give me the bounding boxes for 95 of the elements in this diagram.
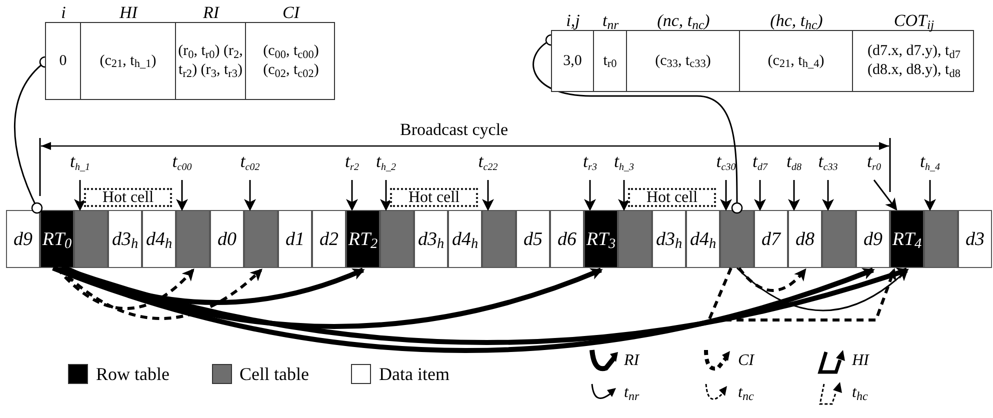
column-header: i,j [565, 10, 581, 31]
data-item-slot: d5 [516, 210, 550, 268]
dimension-label: Broadcast cycle [400, 121, 508, 138]
arrow [584, 180, 596, 211]
data-item-slot: d9 [856, 210, 890, 268]
arrow [736, 267, 908, 312]
arrow [380, 180, 392, 211]
column-header: i [60, 2, 67, 23]
arrow [822, 180, 834, 211]
data-item-slot: d0 [210, 210, 244, 268]
legend-label: Cell table [240, 365, 309, 383]
dashed-arrow [738, 267, 806, 292]
data-item-slot: d3$_{h}$ [414, 210, 448, 268]
connector-line [532, 34, 743, 214]
time-label: t$_{d8}$ [786, 152, 802, 170]
arrow [754, 180, 766, 211]
dashed-arrow [56, 266, 194, 310]
cell-table-slot [822, 210, 856, 268]
time-label: t$_{h_3}$ [614, 152, 634, 170]
time-label: t$_{c30}$ [716, 152, 736, 170]
column-header: RI [202, 2, 221, 23]
row-table-slot: RT$_{2}$ [346, 210, 380, 268]
data-item-slot: d4$_{h}$ [142, 210, 176, 268]
arrow [788, 180, 800, 211]
cell-table-slot [482, 210, 516, 268]
row-table-slot: RT$_{0}$ [40, 210, 74, 268]
data-item-slot: d3$_{h}$ [108, 210, 142, 268]
time-label: t$_{h_4}$ [920, 152, 940, 170]
column-header: (hc, t$_{hc}$) [769, 10, 824, 31]
arrow [482, 180, 494, 211]
table-cell: (c$_{21}$, t$_{h_1}$) [81, 23, 176, 99]
legend-label: Data item [378, 365, 450, 383]
dashed-arrow [58, 266, 262, 320]
time-label: t$_{h_2}$ [376, 152, 396, 170]
time-label: t$_{r3}$ [583, 152, 597, 170]
time-label: t$_{c00}$ [172, 152, 192, 170]
row-table-slot: RT$_{4}$ [890, 210, 924, 268]
cell-table-slot [74, 210, 108, 268]
legend-label: RI [624, 353, 640, 369]
table-cell: (c$_{33}$, t$_{c33}$) [627, 31, 740, 91]
data-item-slot: d2 [312, 210, 346, 268]
hot-cell-box: Hot cell [390, 188, 478, 207]
arrow [176, 180, 188, 211]
time-label: t$_{c22}$ [478, 152, 498, 170]
dashed-arrow [706, 267, 896, 322]
arrow [720, 180, 732, 211]
data-item-slot: d4$_{h}$ [686, 210, 720, 268]
time-label: t$_{d7}$ [752, 152, 768, 170]
hot-cell-box: Hot cell [628, 188, 716, 207]
arrow [924, 180, 936, 211]
legend-label: t$_{nr}$ [624, 385, 640, 401]
data-item-slot: d4$_{h}$ [448, 210, 482, 268]
table-cell: (r$_{0}$, t$_{r0}$) (r$_{2}$, t$_{r2}$) (r$_{3}$, t$_{r3}$) [176, 23, 246, 99]
data-item-slot: d6 [550, 210, 584, 268]
data-item-slot: d9 [6, 210, 40, 268]
table-cell: t$_{r0}$ [594, 31, 627, 91]
table-cell: 0 [46, 23, 81, 99]
column-header: HI [118, 2, 139, 23]
legend-label: CI [738, 353, 754, 369]
data-item-slot: d1 [278, 210, 312, 268]
arrow [74, 180, 86, 211]
legend-label: t$_{nc}$ [738, 385, 754, 401]
table-cell: 3,0 [552, 31, 594, 91]
cell-table-slot [924, 210, 958, 268]
data-item-slot: d8 [788, 210, 822, 268]
legend-label: HI [852, 353, 869, 369]
hot-cell-box: Hot cell [84, 188, 172, 207]
time-label: t$_{c02}$ [240, 152, 260, 170]
arrow [618, 180, 630, 211]
legend-label: t$_{hc}$ [852, 385, 868, 401]
table-cell: (c$_{21}$, t$_{h_4}$) [740, 31, 853, 91]
data-item-slot: d3$_{h}$ [652, 210, 686, 268]
arrow [873, 180, 898, 211]
data-item-slot: d3 [958, 210, 992, 268]
column-header: COT$_{ij}$ [892, 10, 936, 31]
time-label: t$_{c33}$ [818, 152, 838, 170]
table-cell-text: (d7.x, d7.y), t$_{d7}$ (d8.x, d8.y), t$_{d8}$ [866, 42, 962, 82]
row-table-slot: RT$_{3}$ [584, 210, 618, 268]
legend-label: Row table [96, 365, 170, 383]
cell-table-slot [618, 210, 652, 268]
time-label: t$_{h_1}$ [70, 152, 90, 170]
cell-table-slot [244, 210, 278, 268]
table-cell-text: (c$_{00}$, t$_{c00}$) (c$_{02}$, t$_{c02}$) [262, 42, 320, 82]
column-header: CI [282, 2, 302, 23]
time-label: t$_{r0}$ [867, 152, 881, 170]
data-item-slot: d7 [754, 210, 788, 268]
column-header: (nc, t$_{nc}$) [656, 10, 711, 31]
thick-arrow [64, 266, 365, 305]
cell-table-slot [380, 210, 414, 268]
time-label: t$_{r2}$ [345, 152, 359, 170]
cell-table-slot [720, 210, 754, 268]
cell-table-slot [176, 210, 210, 268]
arrow [244, 180, 256, 211]
arrow [346, 180, 358, 211]
column-header: t$_{nr}$ [601, 10, 620, 31]
